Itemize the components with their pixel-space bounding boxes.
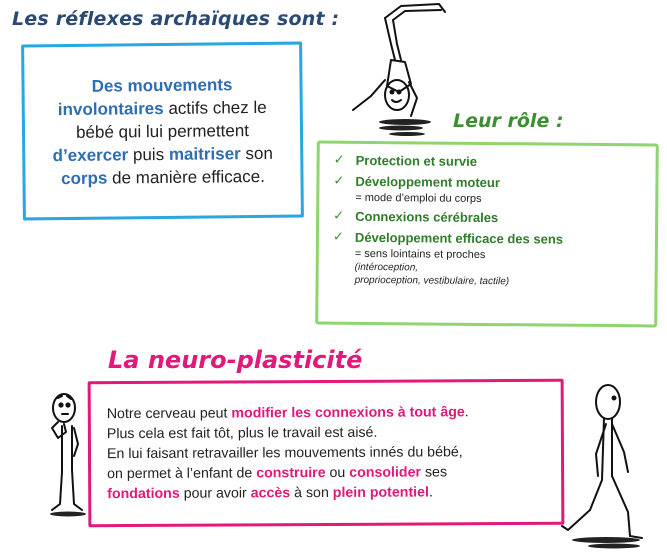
role-sub: = mode d’emploi du corps [355, 191, 482, 205]
neuroplasticity-text: Notre cerveau peut modifier les connexio… [107, 402, 553, 504]
neuro-highlight: plein potentiel [332, 484, 429, 501]
definition-text: Des mouvements involontaires actifs chez… [42, 72, 283, 190]
title-reflexes: Les réflexes archaïques sont : [12, 8, 340, 30]
neuro-line-3: En lui faisant retravailler les mouvemen… [106, 444, 463, 463]
def-master: maitriser [168, 143, 241, 164]
role-item: ✓ Connexions cérébrales [329, 208, 655, 229]
role-item: ✓ Protection et survie [330, 152, 656, 173]
neuro-line-5: fondations pour avoir accès à son plein … [107, 482, 552, 504]
checkmark-icon: ✓ [333, 207, 345, 223]
role-item: ✓ Développement moteur = mode d’emploi d… [329, 173, 655, 208]
neuro-line-2: Plus cela est fait tôt, plus le travail … [106, 424, 378, 443]
neuro-text-part: on permet à l’enfant de [107, 465, 257, 483]
neuro-highlight: fondations [107, 485, 180, 503]
checkmark-icon: ✓ [332, 228, 344, 244]
definition-box: Des mouvements involontaires actifs chez… [21, 41, 304, 221]
neuro-text-part: ou [325, 464, 350, 482]
role-label: Connexions cérébrales [355, 208, 499, 226]
walking-figure-icon [561, 384, 643, 549]
checkmark-icon: ✓ [333, 151, 345, 167]
neuroplasticity-box: Notre cerveau peut modifier les connexio… [87, 378, 565, 528]
title-neuro: La neuro-plasticité [108, 346, 363, 374]
def-text-part: puis [128, 144, 169, 164]
neuro-text-part: ses [420, 464, 448, 481]
neuro-highlight: modifier les connexions à tout âge [231, 404, 465, 422]
def-body: corps [60, 168, 108, 188]
thinking-figure-icon [50, 393, 86, 517]
role-label: Protection et survie [355, 152, 478, 169]
role-list: ✓ Protection et survie ✓ Développement m… [319, 144, 656, 290]
checkmark-icon: ✓ [333, 172, 345, 188]
title-role: Leur rôle : [453, 110, 564, 132]
role-box: ✓ Protection et survie ✓ Développement m… [315, 140, 659, 328]
def-text-part: de manière efficace. [107, 166, 265, 188]
def-text-part: son [240, 143, 273, 163]
neuro-text-part: Notre cerveau peut [106, 405, 232, 423]
handstand-figure-icon [352, 3, 446, 136]
neuro-text-part: . [464, 404, 469, 421]
neuro-highlight: construire [256, 465, 326, 482]
neuro-highlight: accès [250, 485, 291, 502]
role-item: ✓ Développement efficace des sens = sens… [329, 229, 655, 290]
neuro-text-part: . [428, 484, 433, 501]
neuro-text-part: pour avoir [179, 485, 251, 502]
neuro-line-1: Notre cerveau peut modifier les connexio… [107, 402, 552, 424]
def-exercise: d’exercer [52, 144, 129, 165]
role-note: proprioception, vestibulaire, tactile) [354, 274, 510, 288]
neuro-highlight: consolider [349, 464, 422, 481]
neuro-text-part: à son [290, 484, 333, 502]
neuro-line-4: on permet à l’enfant de construire ou co… [107, 462, 552, 484]
